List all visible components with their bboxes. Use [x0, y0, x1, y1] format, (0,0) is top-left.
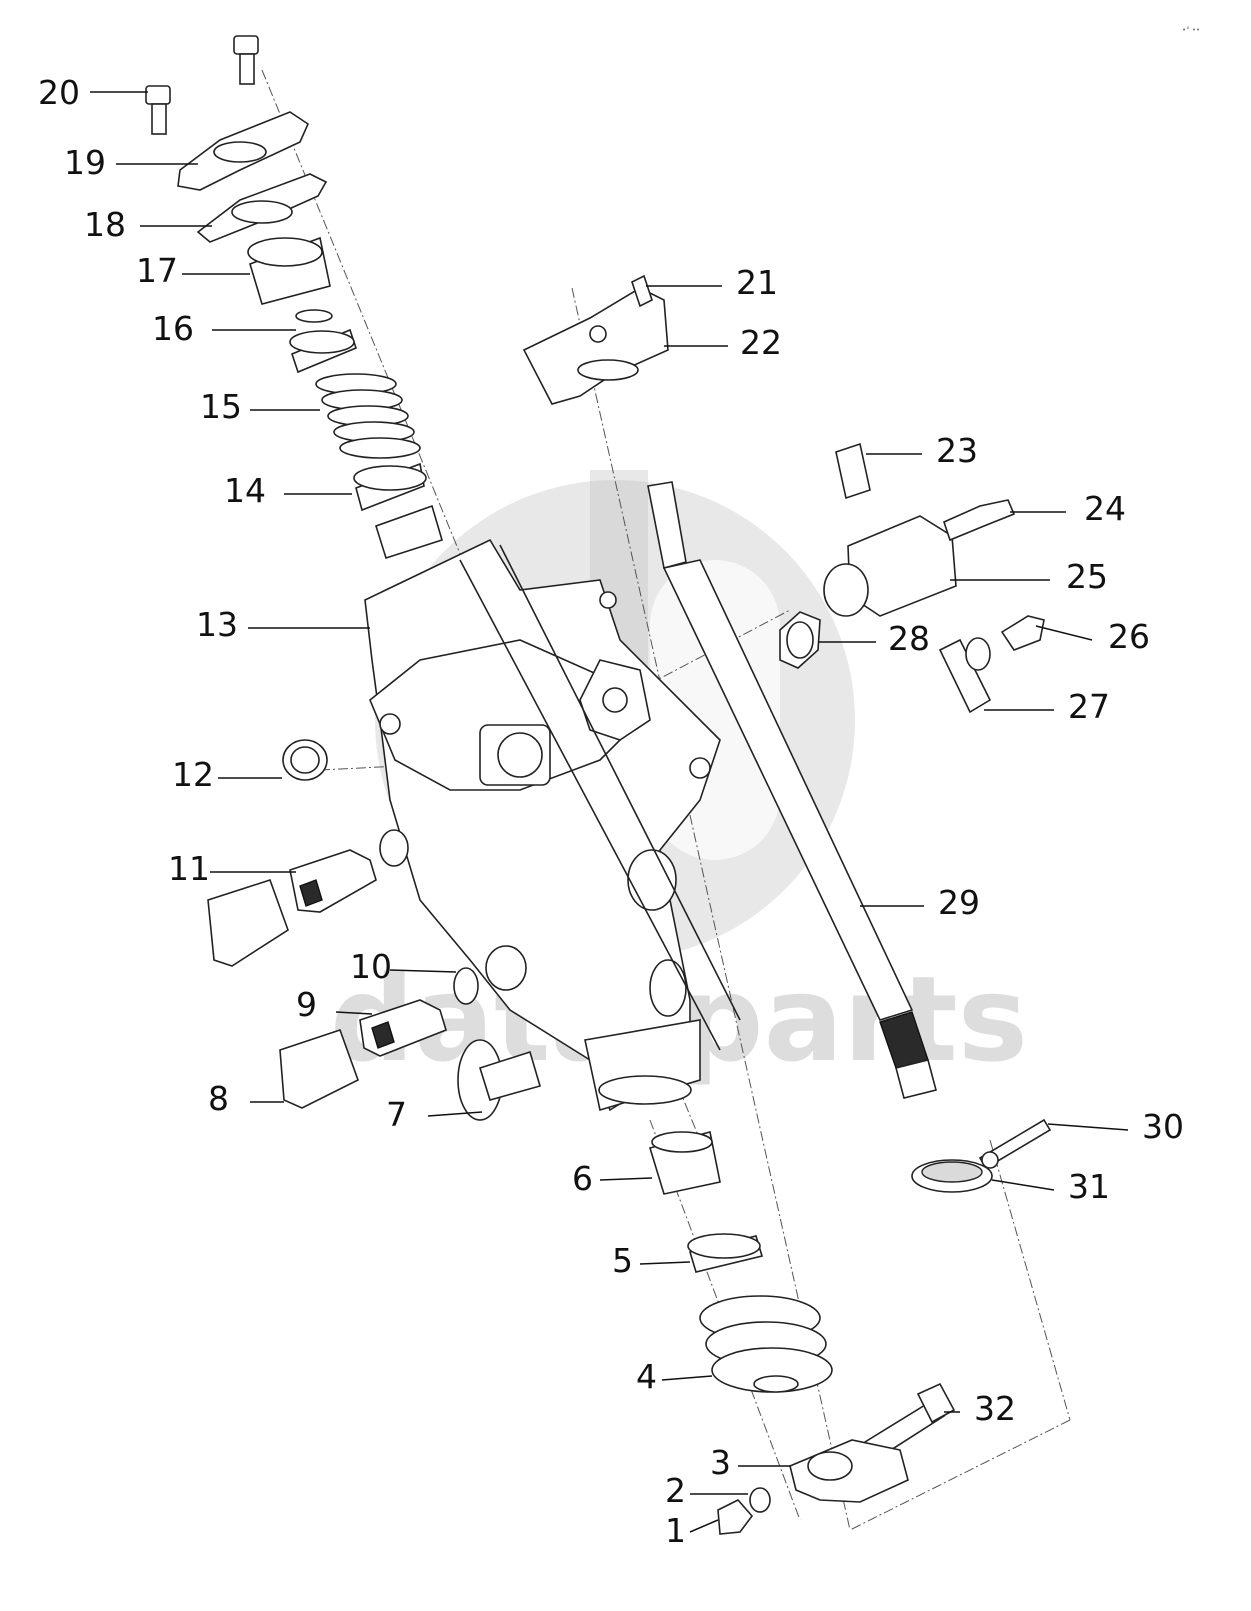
main-housing-13	[364, 538, 741, 1112]
shaft-29	[647, 481, 937, 1099]
spring-15	[315, 373, 421, 459]
callout-17: 17	[136, 251, 178, 290]
leader-line-5	[639, 1261, 691, 1265]
bolt-20-right	[233, 35, 259, 85]
leader-line-31	[991, 1179, 1055, 1191]
callout-22: 22	[740, 323, 782, 362]
callout-21: 21	[736, 263, 778, 302]
lower-stack	[648, 1131, 956, 1535]
callout-9: 9	[296, 985, 317, 1024]
callout-30: 30	[1142, 1107, 1184, 1146]
callout-5: 5	[612, 1241, 633, 1280]
callout-12: 12	[172, 755, 214, 794]
lower-axis	[649, 1119, 801, 1521]
callout-labels: 1234567891011121314151617181920212223242…	[38, 73, 1184, 1550]
callout-25: 25	[1066, 557, 1108, 596]
callout-27: 27	[1068, 687, 1110, 726]
callout-23: 23	[936, 431, 978, 470]
right-axis	[989, 1139, 1071, 1421]
callout-31: 31	[1068, 1167, 1110, 1206]
fitting-24	[943, 499, 1016, 542]
valve-25	[823, 515, 957, 617]
callout-7: 7	[386, 1095, 407, 1134]
clamp-22	[522, 287, 669, 405]
lever-21	[631, 274, 653, 308]
callout-19: 19	[64, 143, 106, 182]
callout-14: 14	[224, 471, 266, 510]
callout-10: 10	[350, 947, 392, 986]
washer-2	[749, 1487, 771, 1513]
callout-26: 26	[1108, 617, 1150, 656]
nut-1	[717, 1499, 754, 1535]
tee-27	[938, 637, 992, 714]
bolt-20-left	[145, 85, 171, 135]
bottom-axis	[849, 1419, 1071, 1531]
valve-11	[207, 849, 377, 967]
callout-20: 20	[38, 73, 80, 112]
left-fittings	[207, 739, 541, 1121]
callout-28: 28	[888, 619, 930, 658]
callout-13: 13	[196, 605, 238, 644]
leader-line-10	[389, 969, 457, 973]
callout-16: 16	[152, 309, 194, 348]
callout-3: 3	[710, 1443, 731, 1482]
callout-leaders	[90, 91, 1129, 1533]
callout-1: 1	[665, 1511, 686, 1550]
callout-11: 11	[168, 849, 210, 888]
callout-32: 32	[974, 1389, 1016, 1428]
callout-8: 8	[208, 1079, 229, 1118]
fitting-7	[457, 1039, 541, 1121]
callout-6: 6	[572, 1159, 593, 1198]
callout-4: 4	[636, 1357, 657, 1396]
leader-line-7	[427, 1111, 483, 1117]
callout-24: 24	[1084, 489, 1126, 528]
pulley-4	[699, 1295, 833, 1393]
shaft-assembly	[522, 274, 1052, 1193]
leader-line-30	[1047, 1123, 1129, 1131]
gear-31	[911, 1151, 999, 1193]
leader-line-4	[661, 1375, 713, 1381]
fitting-26	[1000, 615, 1045, 651]
snap-ring-16	[295, 309, 333, 323]
leader-line-26	[1035, 625, 1093, 641]
shaft-axis	[571, 287, 851, 1531]
valve-9	[359, 999, 447, 1057]
callout-29: 29	[938, 883, 980, 922]
washer-10	[453, 967, 479, 1005]
upper-stack	[145, 35, 443, 560]
leader-line-6	[599, 1177, 653, 1181]
corner-mark: •° ••	[1182, 26, 1200, 34]
callout-2: 2	[665, 1471, 686, 1510]
callout-15: 15	[200, 387, 242, 426]
cap-8	[279, 1028, 359, 1109]
leader-line-1	[689, 1519, 719, 1533]
washer-near-11	[379, 829, 409, 867]
leader-line-9	[335, 1011, 373, 1015]
callout-18: 18	[84, 205, 126, 244]
sensor-23	[835, 442, 871, 500]
